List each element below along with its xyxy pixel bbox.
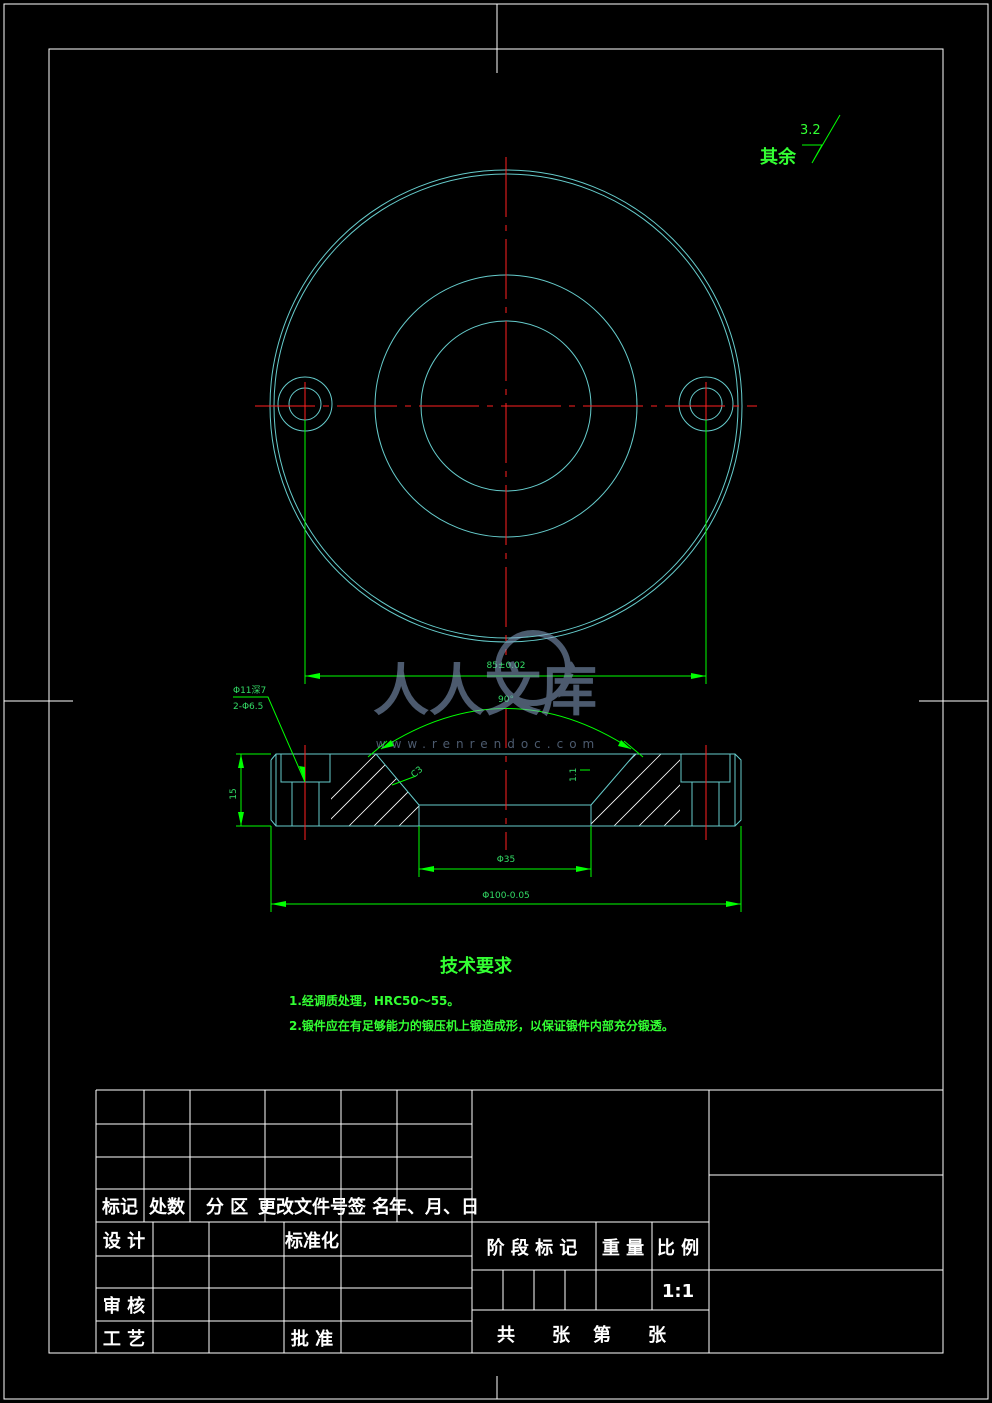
sheet-number-label: 第 [593, 1324, 611, 1346]
section-dimensions: 90° Φ11深7 2-Φ6.5 15 C3 1.1 Φ35 Φ100-0.05 [229, 685, 742, 912]
hole-spec-line2: 2-Φ6.5 [233, 702, 263, 712]
height-label: 15 [229, 788, 239, 799]
tech-requirement-2: 2.锻件应在有足够能力的锻压机上锻造成形，以保证锻件内部充分锻透。 [289, 1018, 674, 1033]
surface-finish-value: 3.2 [800, 123, 821, 138]
watermark-url: www.renrendoc.com [376, 737, 600, 751]
approve-label: 批 准 [291, 1328, 333, 1350]
top-view [255, 157, 757, 655]
process-label: 工 艺 [103, 1328, 145, 1350]
tech-requirements: 技术要求 1.经调质处理，HRC50～55。 2.锻件应在有足够能力的锻压机上锻… [289, 955, 674, 1033]
sheets-unit-label-2: 张 [648, 1325, 667, 1346]
tech-requirement-1: 1.经调质处理，HRC50～55。 [289, 993, 459, 1008]
chamfer-right-label: 1.1 [569, 768, 579, 782]
title-block [95, 1089, 943, 1353]
stage-mark-label: 阶 段 标 记 [487, 1237, 578, 1259]
drawing-frame [3, 3, 989, 1400]
chamfer-angle-label: 90° [498, 695, 514, 705]
surface-finish-label: 其余 [760, 146, 797, 168]
watermark: 人人文库 www.renrendoc.com [373, 630, 600, 751]
surface-finish-symbol: 其余 3.2 [760, 114, 841, 168]
header-mark: 标记 [101, 1196, 138, 1218]
ratio-label: 比 例 [657, 1237, 699, 1259]
header-count: 处数 [148, 1196, 186, 1218]
design-label: 设 计 [103, 1230, 145, 1252]
weight-label: 重 量 [602, 1237, 644, 1259]
hole-spec-line1: Φ11深7 [233, 685, 266, 696]
header-date: 年、月、日 [389, 1196, 479, 1218]
bore-diameter-label: Φ35 [497, 855, 516, 865]
bolt-spacing-dimension: 85±0.02 [304, 420, 707, 684]
title-block-text: 标记 处数 分 区 更改文件号 签 名 年、月、日 设 计 标准化 审 核 工 … [101, 1196, 699, 1350]
header-sign: 签 名 [347, 1196, 390, 1218]
ratio-value: 1:1 [662, 1281, 694, 1302]
tech-requirements-title: 技术要求 [440, 955, 513, 977]
review-label: 审 核 [103, 1295, 145, 1317]
sheets-total-label: 共 [497, 1325, 515, 1346]
bolt-spacing-label: 85±0.02 [486, 661, 525, 671]
watermark-logo: 人人文库 [373, 659, 597, 724]
sheets-unit-label-1: 张 [552, 1325, 571, 1346]
outer-diameter-label: Φ100-0.05 [482, 891, 530, 901]
standardization-label: 标准化 [284, 1230, 339, 1252]
header-change-doc: 更改文件号 [258, 1196, 348, 1218]
header-zone: 分 区 [206, 1197, 248, 1218]
section-view [270, 708, 742, 850]
